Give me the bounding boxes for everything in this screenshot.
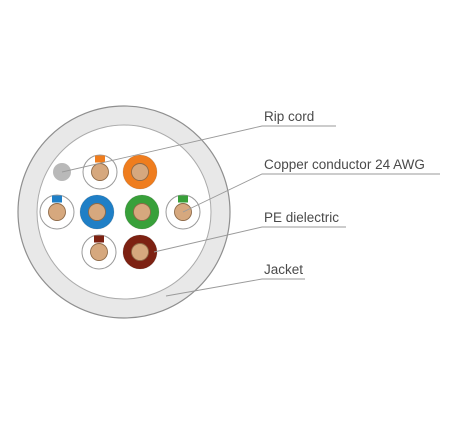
conductor-brown-solid bbox=[122, 234, 158, 270]
label-pe-dielectric: PE dielectric bbox=[264, 210, 339, 225]
conductor-brown-striped bbox=[81, 234, 117, 270]
copper-core bbox=[131, 163, 149, 181]
conductor-green-solid bbox=[124, 194, 160, 230]
label-rip-cord: Rip cord bbox=[264, 109, 314, 124]
leader-jacket bbox=[165, 278, 305, 297]
copper-core bbox=[131, 243, 149, 261]
leader-conductor bbox=[182, 173, 440, 213]
copper-core bbox=[91, 163, 109, 181]
stripe-blue bbox=[52, 195, 62, 203]
copper-core bbox=[48, 203, 66, 221]
copper-core bbox=[88, 203, 106, 221]
stripe-orange bbox=[95, 155, 105, 163]
conductor-group bbox=[39, 154, 201, 270]
label-jacket: Jacket bbox=[264, 262, 303, 277]
label-copper-conductor: Copper conductor 24 AWG bbox=[264, 157, 425, 172]
leader-rip-cord bbox=[61, 125, 336, 173]
conductor-blue-solid bbox=[79, 194, 115, 230]
conductor-blue-striped bbox=[39, 194, 75, 230]
jacket-inner-edge bbox=[36, 124, 212, 300]
stripe-green bbox=[178, 195, 188, 203]
leader-lines bbox=[61, 125, 440, 297]
leader-dielectric bbox=[153, 226, 346, 253]
jacket bbox=[17, 105, 231, 319]
copper-core bbox=[133, 203, 151, 221]
conductor-orange-solid bbox=[122, 154, 158, 190]
stripe-brown bbox=[94, 235, 104, 243]
copper-core bbox=[90, 243, 108, 261]
